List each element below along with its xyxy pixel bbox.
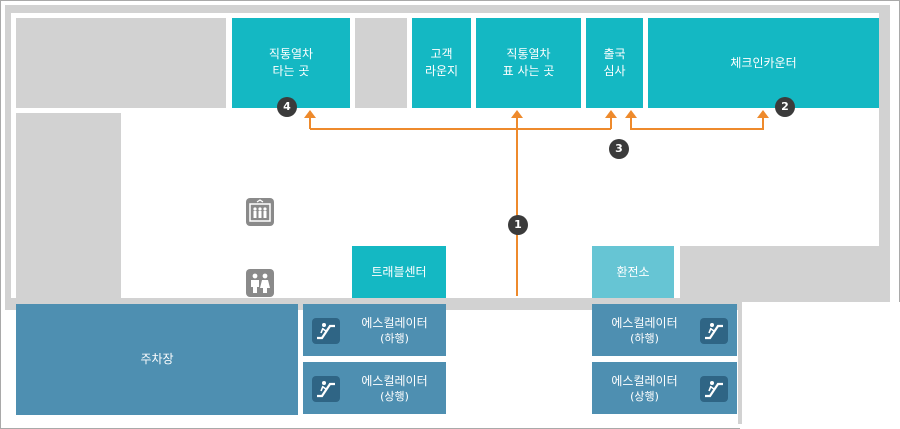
escalator-icon (312, 318, 340, 344)
escalator-label: 에스컬레이터 (361, 316, 428, 330)
escalator-icon (700, 318, 728, 344)
zone-travel-center[interactable]: 트래블센터 (352, 246, 446, 298)
floor-edge (738, 302, 742, 424)
restroom-icon[interactable] (246, 269, 274, 297)
route-arrowhead-checkin-left (625, 110, 637, 118)
route-arrowhead-boarding (304, 110, 316, 118)
escalator-label: 에스컬레이터 (611, 316, 678, 330)
zone-parking[interactable]: 주차장 (16, 304, 298, 415)
gray-block-left (16, 113, 121, 299)
escalator-direction: (상행) (630, 390, 659, 403)
gray-block-top-left (16, 18, 226, 108)
step-badge-1: 1 (508, 215, 528, 235)
escalator-down-right[interactable]: 에스컬레이터 (하행) (592, 304, 737, 356)
escalator-direction: (하행) (630, 332, 659, 345)
zone-ticket[interactable]: 직통열차 표 사는 곳 (476, 18, 581, 108)
escalator-direction: (하행) (380, 332, 409, 345)
zone-lounge[interactable]: 고객 라운지 (412, 18, 471, 108)
route-arrowhead-ticket (511, 110, 523, 118)
escalator-icon (312, 376, 340, 402)
gray-block-top-mid (355, 18, 407, 108)
zone-exchange[interactable]: 환전소 (592, 246, 674, 298)
zone-direct-boarding[interactable]: 직통열차 타는 곳 (232, 18, 350, 108)
zone-checkin[interactable]: 체크인카운터 (648, 18, 879, 108)
escalator-label: 에스컬레이터 (611, 374, 678, 388)
zone-immigration[interactable]: 출국 심사 (586, 18, 643, 108)
route-arrowhead-checkin-right (757, 110, 769, 118)
route-line-checkin (630, 114, 764, 130)
gray-block-right (680, 246, 880, 298)
escalator-down-left[interactable]: 에스컬레이터 (하행) (303, 304, 446, 356)
elevator-icon[interactable] (246, 198, 274, 226)
escalator-up-right[interactable]: 에스컬레이터 (상행) (592, 362, 737, 414)
escalator-direction: (상행) (380, 390, 409, 403)
step-badge-4: 4 (277, 97, 297, 117)
escalator-icon (700, 376, 728, 402)
escalator-up-left[interactable]: 에스컬레이터 (상행) (303, 362, 446, 414)
escalator-label: 에스컬레이터 (361, 374, 428, 388)
outside-area (740, 302, 900, 429)
route-arrowhead-immigration (605, 110, 617, 118)
step-badge-2: 2 (775, 97, 795, 117)
step-badge-3: 3 (609, 139, 629, 159)
